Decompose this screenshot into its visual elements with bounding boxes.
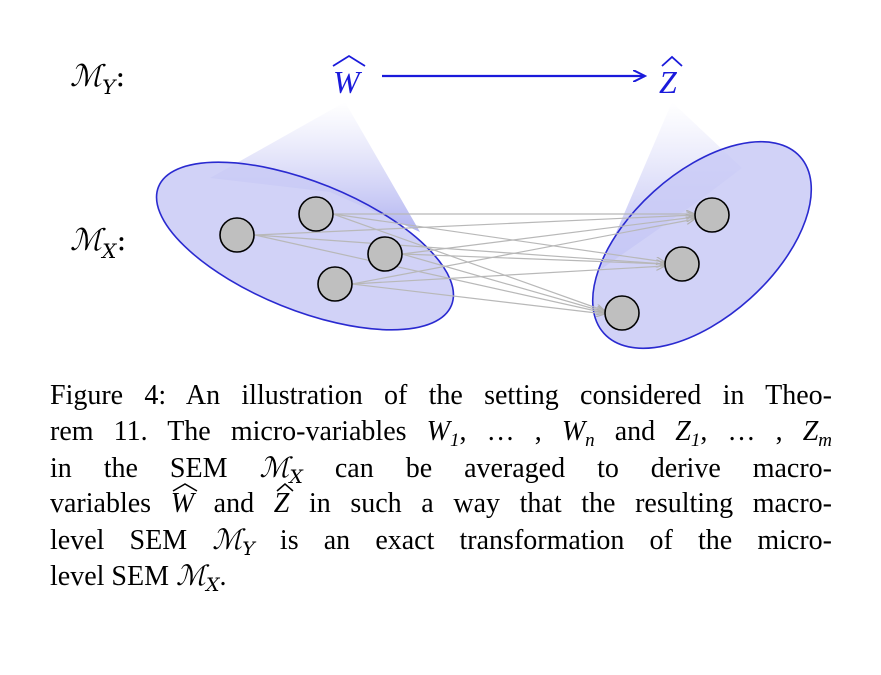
micro-nodes-left [219,196,403,302]
my-sub: Y [242,538,255,560]
z-symbol-m: Z [802,416,819,447]
math-my: ℳY [212,523,255,559]
micro-node [664,246,700,282]
caption-text: and [594,416,676,447]
row-label-mx-colon: : [116,223,126,258]
z-sub-m: m [818,430,833,451]
caption-line-2: rem 11. The micro-variables W1, … , Wn a… [50,414,832,450]
row-label-my-colon: : [115,59,125,94]
caption-line-5: level SEM ℳY is an exact transformation … [50,522,832,559]
m-symbol: ℳ [212,523,243,556]
caption-text: and [194,488,274,519]
row-label-mx-m: ℳ [70,223,106,258]
w-hat-mark [332,54,366,67]
caption-text: in the SEM [50,453,260,484]
caption-text: is an exact transformation of the micro- [254,525,832,556]
w-sub-1: 1 [449,430,460,451]
row-label-mx-sub: X [100,239,117,263]
m-symbol: ℳ [176,559,206,592]
row-label-mx: ℳX: [70,223,126,263]
micro-node [298,196,334,232]
macro-z-label: Z [659,64,678,100]
math-w-seq: W1, … , Wn [426,416,595,450]
ellipsis: , … , [459,416,562,447]
mx-sub-2: X [205,574,220,596]
micro-nodes-right [604,197,730,331]
math-z-hat: Z [273,483,294,522]
caption-text: in such a way that the resulting macro- [289,488,833,519]
figure-caption: Figure 4: An illustration of the setting… [50,378,833,595]
macro-var-w: W [332,54,366,100]
math-mx: ℳX [259,451,302,487]
micro-edges [254,214,695,314]
w-sub-n: n [585,430,595,451]
figure-diagram: W Z ℳY: ℳX: [70,54,813,350]
micro-node [219,217,255,253]
caption-text: level SEM [50,561,176,592]
micro-node [317,266,353,302]
mx-sub: X [289,466,303,488]
ellipsis: , … , [700,416,803,447]
macro-var-z: Z [659,55,683,100]
m-symbol: ℳ [259,451,290,484]
w-symbol: W [426,416,450,447]
macro-w-label: W [333,64,363,100]
math-mx-2: ℳX [176,559,219,595]
left-cone [210,102,420,232]
caption-line-1: Figure 4: An illustration of the setting… [50,380,832,411]
caption-text: can be averaged to derive macro- [302,453,833,484]
z-hat-symbol: Z [273,488,290,519]
micro-node [694,197,730,233]
right-ellipse [591,140,813,350]
caption-line-4: variables W and Z in such a way that the… [50,483,833,522]
z-symbol: Z [675,416,691,447]
micro-node [604,295,640,331]
w-symbol-n: W [561,416,586,447]
caption-text: variables [50,488,171,519]
row-label-my-m: ℳ [70,59,106,94]
math-w-hat: W [170,483,198,522]
z-hat-caret [276,483,294,492]
z-sub-1: 1 [690,430,701,451]
caption-text: . [219,561,227,592]
caption-text: level SEM [50,525,213,556]
row-label-my: ℳY: [70,59,125,99]
z-hat-mark [661,55,683,67]
caption-line-3: in the SEM ℳX can be averaged to derive … [50,450,833,487]
math-z-seq: Z1, … , Zm [675,416,832,450]
caption-line-6: level SEM ℳX. [50,558,832,595]
w-hat-symbol: W [170,488,195,519]
row-label-my-sub: Y [102,75,117,99]
micro-node [367,236,403,272]
w-hat-caret [172,483,198,492]
caption-text: rem 11. The micro-variables [50,416,427,447]
